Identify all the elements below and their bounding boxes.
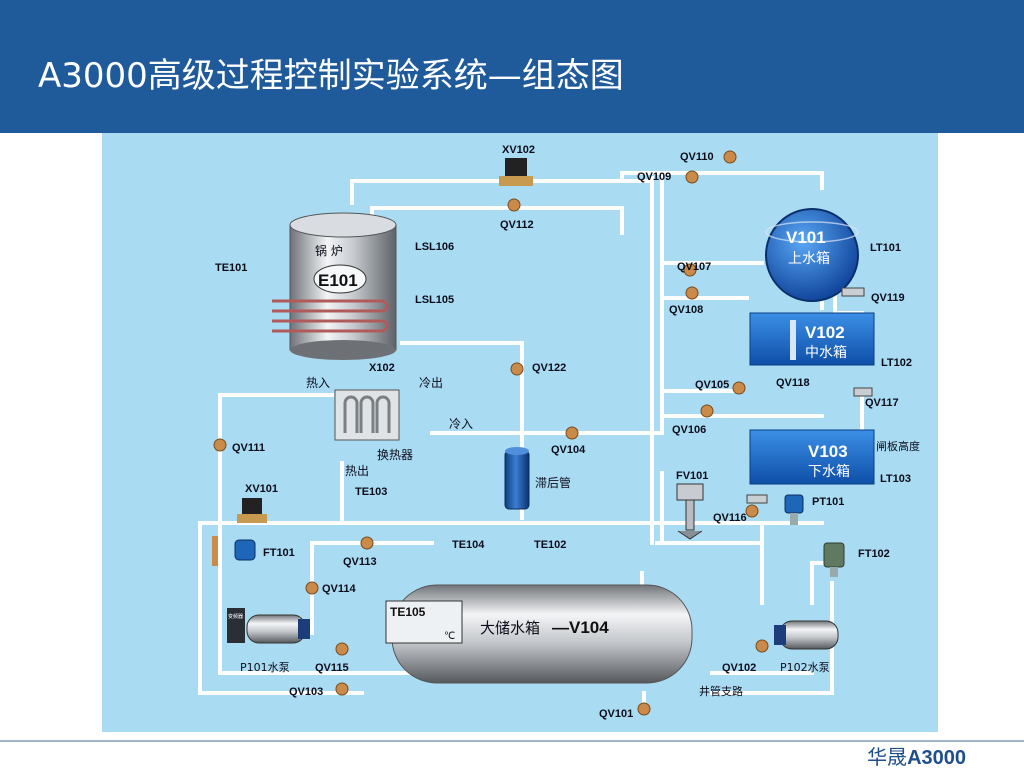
process-diagram: 锅 炉 E101 V101 上水箱 V102 中水箱 V103 下水箱 xyxy=(102,133,938,732)
hand-valves xyxy=(213,150,769,716)
label-qv111: QV111 xyxy=(232,442,265,454)
label-hot-out: 热出 xyxy=(345,464,369,478)
label-qv103: QV103 xyxy=(289,686,323,698)
label-qv118: QV118 xyxy=(776,377,810,389)
footer-brand-en: A3000 xyxy=(907,747,966,769)
label-qv105: QV105 xyxy=(695,379,729,391)
label-qv113: QV113 xyxy=(343,556,377,568)
label-lsl105: LSL105 xyxy=(415,294,454,306)
label-gate-height: 闸板高度 xyxy=(876,439,920,453)
page-title: A3000高级过程控制实验系统—组态图 xyxy=(38,56,624,96)
footer-divider xyxy=(0,740,1024,742)
label-qv107: QV107 xyxy=(677,261,711,273)
label-fv101: FV101 xyxy=(676,470,708,482)
label-qv101: QV101 xyxy=(599,708,633,720)
process-diagram-svg: 锅 炉 E101 V101 上水箱 V102 中水箱 V103 下水箱 xyxy=(198,144,920,720)
instrument-labels: XV102 QV110 QV109 QV112 LSL106 LSL105 TE… xyxy=(215,144,920,720)
label-lt101: LT101 xyxy=(870,242,901,254)
transmitter-pt101 xyxy=(784,494,804,525)
label-te103: TE103 xyxy=(355,486,387,498)
v103-id-label: V103 xyxy=(808,442,848,461)
label-qv102: QV102 xyxy=(722,662,756,674)
label-hot-in: 热入 xyxy=(306,376,330,390)
tank-v104: TE105 ℃ 大储水箱 —V104 xyxy=(385,584,693,684)
v102-cn-label: 中水箱 xyxy=(805,345,847,361)
solenoid-valve-xv101 xyxy=(237,498,267,523)
label-qv109: QV109 xyxy=(637,171,671,183)
label-qv106: QV106 xyxy=(672,424,706,436)
footer-brand-cn: 华晟 xyxy=(867,745,908,769)
flowmeter-ft102 xyxy=(823,542,845,577)
label-qv110: QV110 xyxy=(680,151,714,163)
label-lt102: LT102 xyxy=(881,357,912,369)
label-qv104: QV104 xyxy=(551,444,586,456)
label-lag-pipe: 滞后管 xyxy=(535,475,571,490)
footer-brand: 华晟A3000 xyxy=(867,741,966,770)
inverter-label: 变频器 xyxy=(228,613,243,620)
v104-cn-label: 大储水箱 xyxy=(480,619,540,637)
v101-cn-label: 上水箱 xyxy=(788,251,830,267)
label-lsl106: LSL106 xyxy=(415,241,454,253)
te105-label: TE105 xyxy=(390,605,426,619)
level-switches xyxy=(746,287,873,504)
label-x102: X102 xyxy=(369,362,395,374)
lag-pipe xyxy=(504,447,530,510)
label-xv101: XV101 xyxy=(245,483,278,495)
label-lt103: LT103 xyxy=(880,473,911,485)
label-qv117: QV117 xyxy=(865,397,899,409)
label-pt101: PT101 xyxy=(812,496,844,508)
tank-v101: V101 上水箱 xyxy=(765,208,859,302)
v104-id-label: —V104 xyxy=(552,618,609,637)
boiler-cn-label: 锅 炉 xyxy=(315,243,343,258)
tank-v102: V102 中水箱 xyxy=(749,312,875,366)
v101-id-label: V101 xyxy=(786,228,826,247)
label-ft101: FT101 xyxy=(263,547,295,559)
label-qv122: QV122 xyxy=(532,362,566,374)
label-te104: TE104 xyxy=(452,539,485,551)
label-ft102: FT102 xyxy=(858,548,890,560)
flowmeter-ft101 xyxy=(212,536,256,566)
label-te102: TE102 xyxy=(534,539,566,551)
pump-p102 xyxy=(774,620,839,650)
label-cold-in: 冷入 xyxy=(449,417,473,431)
solenoid-valve-xv102 xyxy=(499,158,533,186)
label-xv102: XV102 xyxy=(502,144,535,156)
label-p101: P101水泵 xyxy=(240,661,290,674)
heat-exchanger-x102 xyxy=(334,389,400,441)
label-te101: TE101 xyxy=(215,262,247,274)
label-qv114: QV114 xyxy=(322,583,357,595)
boiler-id-label: E101 xyxy=(318,271,358,290)
label-qv112: QV112 xyxy=(500,219,534,231)
boiler-e101: 锅 炉 E101 xyxy=(272,212,397,360)
label-exchanger: 换热器 xyxy=(377,448,413,462)
v103-cn-label: 下水箱 xyxy=(808,464,850,480)
pump-p101: 变频器 xyxy=(227,608,310,644)
v102-id-label: V102 xyxy=(805,323,845,342)
label-p102: P102水泵 xyxy=(780,661,830,674)
label-well-branch: 井管支路 xyxy=(699,684,743,698)
tank-v103: V103 下水箱 xyxy=(749,429,875,485)
regulating-valve-fv101 xyxy=(676,483,704,540)
label-qv115: QV115 xyxy=(315,662,349,674)
label-qv116: QV116 xyxy=(713,512,747,524)
label-qv119: QV119 xyxy=(871,292,905,304)
label-cold-out: 冷出 xyxy=(419,376,443,390)
header-bar: A3000高级过程控制实验系统—组态图 xyxy=(0,0,1024,133)
celsius-label: ℃ xyxy=(444,631,455,642)
label-qv108: QV108 xyxy=(669,304,703,316)
